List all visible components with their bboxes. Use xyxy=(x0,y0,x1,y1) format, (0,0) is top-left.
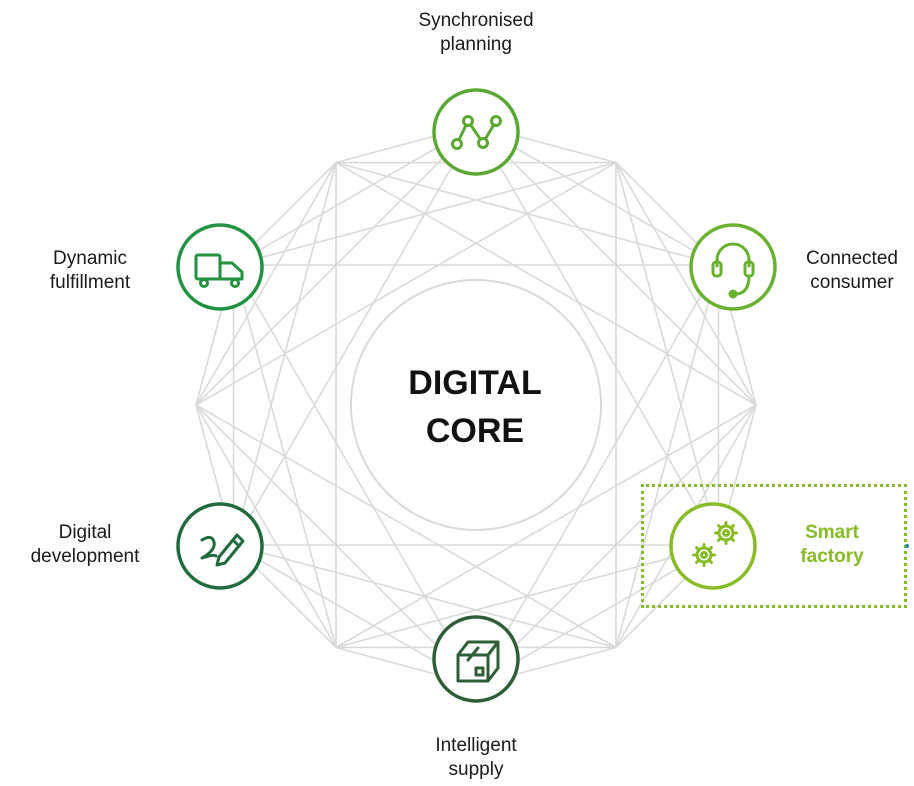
node-smart-factory[interactable] xyxy=(669,502,757,590)
gear-tooth xyxy=(729,536,735,542)
mesh-line xyxy=(232,124,477,546)
node-digital-development[interactable] xyxy=(176,502,264,590)
node-circle xyxy=(176,502,264,590)
mesh-line xyxy=(195,161,617,406)
label-line: Digital xyxy=(58,522,112,543)
mesh-line xyxy=(335,161,757,406)
gear-tooth xyxy=(707,546,713,552)
gear-tooth xyxy=(695,558,701,564)
core-title-line2: CORE xyxy=(425,412,525,450)
label-line: consumer xyxy=(810,272,894,293)
core-title-line1: DIGITAL xyxy=(408,364,542,402)
node-connected-consumer[interactable] xyxy=(689,223,777,311)
label-dynamic-fulfillment: Dynamic fulfillment xyxy=(20,247,160,295)
gear-tooth xyxy=(707,558,713,564)
gear-tooth xyxy=(717,524,723,530)
label-line: Dynamic xyxy=(53,248,127,269)
package-icon xyxy=(456,640,500,683)
label-line: supply xyxy=(448,759,504,780)
node-dynamic-fulfillment[interactable] xyxy=(176,223,264,311)
label-line: Connected xyxy=(806,248,898,269)
label-connected-consumer: Connected consumer xyxy=(790,247,914,295)
mesh-line xyxy=(232,264,477,686)
label-line: Intelligent xyxy=(435,735,517,756)
line-graph-icon xyxy=(451,115,502,150)
mesh-line xyxy=(195,162,337,406)
label-intelligent-supply: Intelligent supply xyxy=(376,734,576,782)
node-synchronised-planning[interactable] xyxy=(432,88,520,176)
label-digital-development: Digital development xyxy=(0,521,170,569)
label-line: factory xyxy=(800,546,864,567)
label-synchronised-planning: Synchronised planning xyxy=(376,9,576,57)
pen-icon xyxy=(200,533,245,567)
mesh-line xyxy=(615,162,757,406)
highlight-marker-dot xyxy=(905,544,909,548)
label-line: fulfillment xyxy=(49,272,131,293)
mesh-line xyxy=(335,161,719,266)
mesh-line xyxy=(195,404,617,649)
label-line: planning xyxy=(440,34,512,55)
mesh-line xyxy=(335,404,757,649)
node-circle xyxy=(432,615,520,703)
gears-icon xyxy=(692,521,738,567)
mesh-line xyxy=(475,264,720,686)
digital-core-circle xyxy=(350,279,602,531)
label-line: Smart xyxy=(805,522,859,543)
headset-icon xyxy=(711,242,755,299)
gear-tooth xyxy=(717,536,723,542)
label-line: Synchronised xyxy=(418,10,534,31)
label-line: development xyxy=(30,546,140,567)
gear-tooth xyxy=(729,524,735,530)
node-intelligent-supply[interactable] xyxy=(432,615,520,703)
label-smart-factory: Smart factory xyxy=(772,521,892,569)
mesh-line xyxy=(195,404,337,648)
gear-tooth xyxy=(695,546,701,552)
mesh-line xyxy=(475,124,720,546)
node-circle xyxy=(689,223,777,311)
truck-icon xyxy=(194,253,244,288)
